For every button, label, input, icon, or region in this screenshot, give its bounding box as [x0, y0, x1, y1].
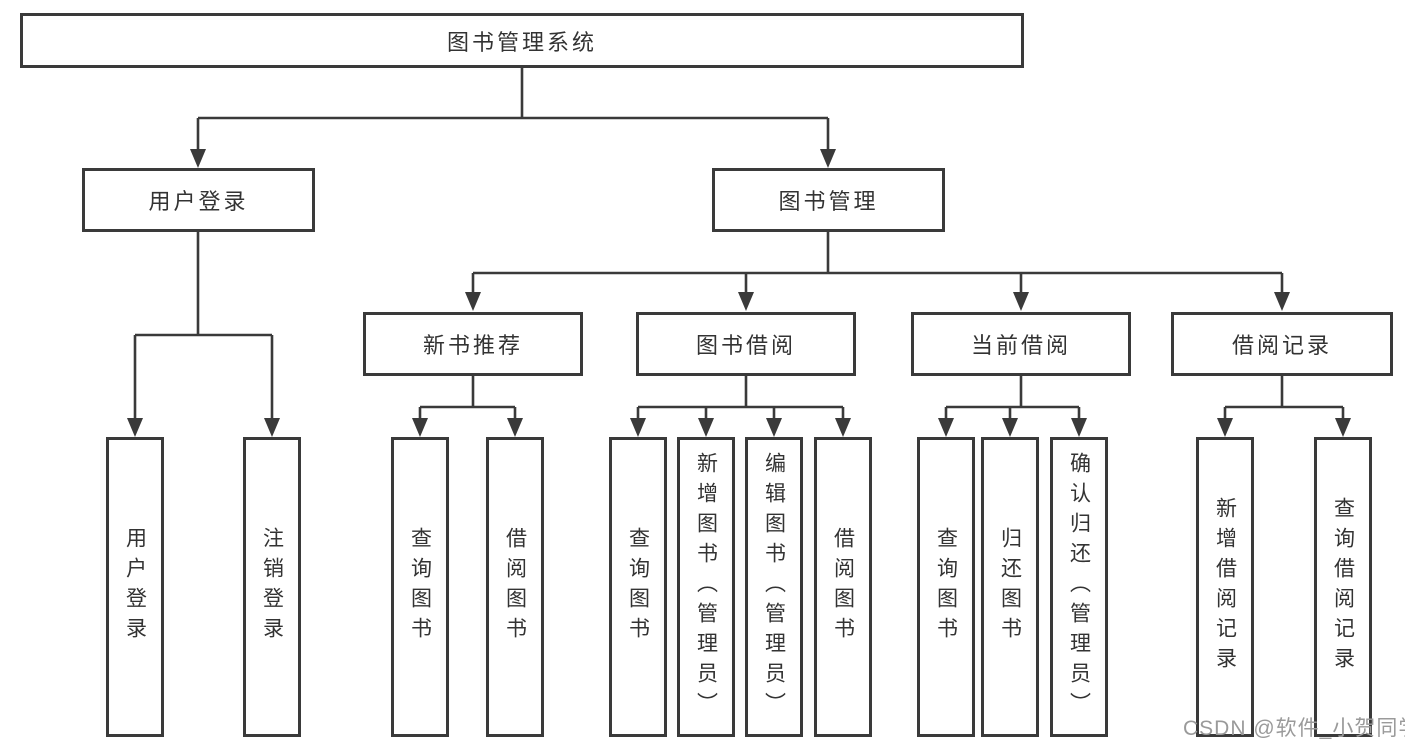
connector-record-to-leaves	[1217, 376, 1351, 437]
leaf-user-login: 用户登录	[106, 437, 164, 737]
connector-borrow-to-leaves	[630, 376, 851, 437]
connector-book-mgmt-to-level3	[465, 232, 1290, 311]
connector-user-login-to-leaves	[127, 232, 280, 437]
node-book-borrow: 图书借阅	[636, 312, 856, 376]
leaf-borrow-query-books: 查询图书	[609, 437, 667, 737]
connector-new-book-to-leaves	[412, 376, 523, 437]
connector-current-to-leaves	[938, 376, 1087, 437]
node-book-management: 图书管理	[712, 168, 945, 232]
leaf-current-confirm-return-admin: 确认归还（管理员）	[1050, 437, 1108, 737]
leaf-newbook-borrow-books: 借阅图书	[486, 437, 544, 737]
node-new-book-recommend: 新书推荐	[363, 312, 583, 376]
node-user-login: 用户登录	[82, 168, 315, 232]
leaf-newbook-query-books: 查询图书	[391, 437, 449, 737]
csdn-watermark: CSDN @软件_小贺同学	[1183, 717, 1405, 740]
leaf-record-query-record: 查询借阅记录	[1314, 437, 1372, 737]
node-borrow-record: 借阅记录	[1171, 312, 1393, 376]
leaf-logout: 注销登录	[243, 437, 301, 737]
leaf-borrow-borrow-books: 借阅图书	[814, 437, 872, 737]
connector-root-to-level2	[190, 68, 836, 168]
leaf-current-return-books: 归还图书	[981, 437, 1039, 737]
leaf-record-add-record: 新增借阅记录	[1196, 437, 1254, 737]
node-current-borrow: 当前借阅	[911, 312, 1131, 376]
leaf-borrow-edit-books-admin: 编辑图书（管理员）	[745, 437, 803, 737]
leaf-current-query-books: 查询图书	[917, 437, 975, 737]
leaf-borrow-add-books-admin: 新增图书（管理员）	[677, 437, 735, 737]
node-root: 图书管理系统	[20, 13, 1024, 68]
